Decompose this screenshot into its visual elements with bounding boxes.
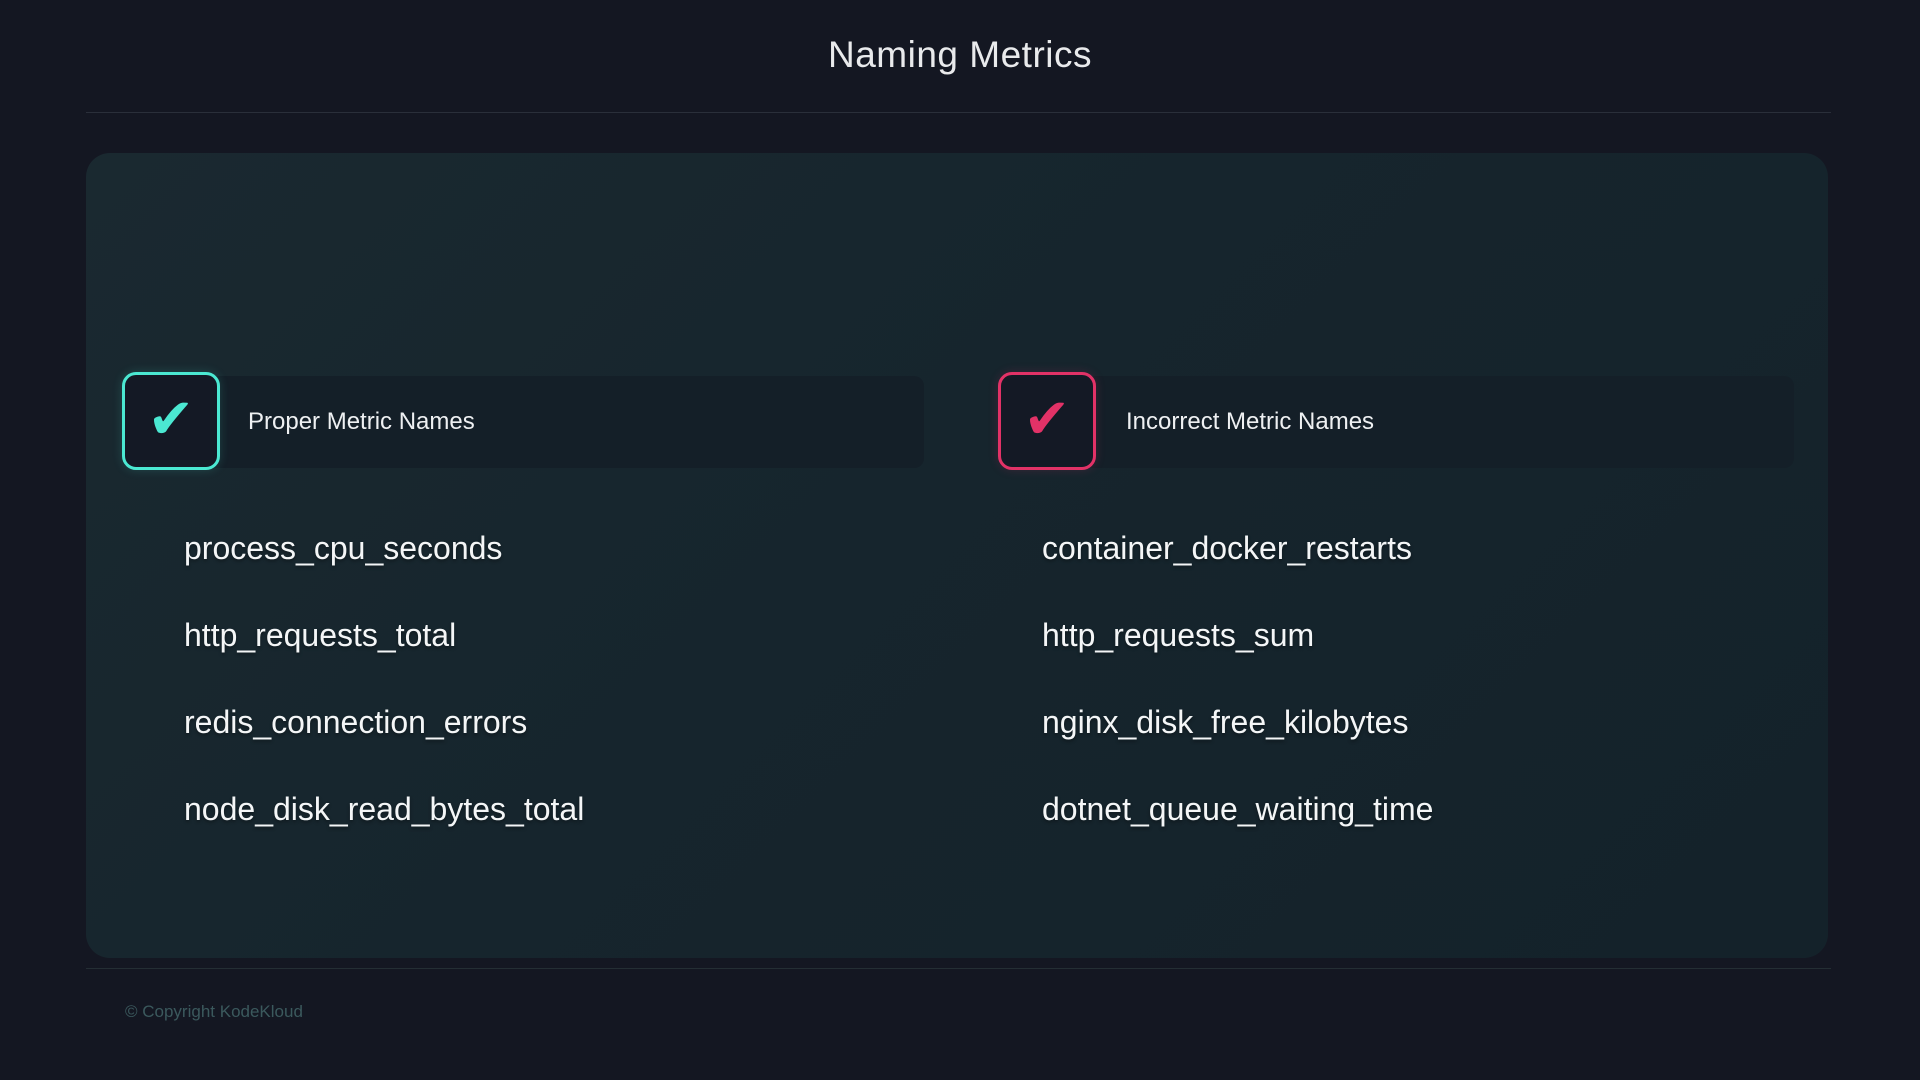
metric-item: process_cpu_seconds [184,530,503,566]
check-icon: ✔ [1023,387,1071,450]
proper-metrics-checkbox[interactable]: ✔ [122,372,220,470]
metric-item: container_docker_restarts [1042,530,1412,566]
metric-item: http_requests_sum [1042,617,1315,653]
footer-divider [86,968,1831,969]
metric-item: node_disk_read_bytes_total [184,791,585,827]
metric-item: nginx_disk_free_kilobytes [1042,704,1409,740]
content-card: ✔ Proper Metric Names process_cpu_second… [86,153,1828,958]
incorrect-metrics-list: container_docker_restarts http_requests_… [1042,505,1433,853]
proper-metrics-header-bar [122,376,924,468]
incorrect-metrics-header-label: Incorrect Metric Names [1126,408,1375,435]
proper-metrics-header-label: Proper Metric Names [248,408,475,435]
metric-item: http_requests_total [184,617,457,653]
copyright-text: © Copyright KodeKloud [125,1002,303,1021]
page-title: Naming Metrics [828,34,1092,75]
check-icon: ✔ [147,387,195,450]
incorrect-metrics-header-bar [998,376,1794,468]
title-divider [86,112,1831,113]
incorrect-metrics-checkbox[interactable]: ✔ [998,372,1096,470]
metric-item: dotnet_queue_waiting_time [1042,791,1434,827]
metric-item: redis_connection_errors [184,704,528,740]
proper-metrics-list: process_cpu_seconds http_requests_total … [184,505,584,853]
